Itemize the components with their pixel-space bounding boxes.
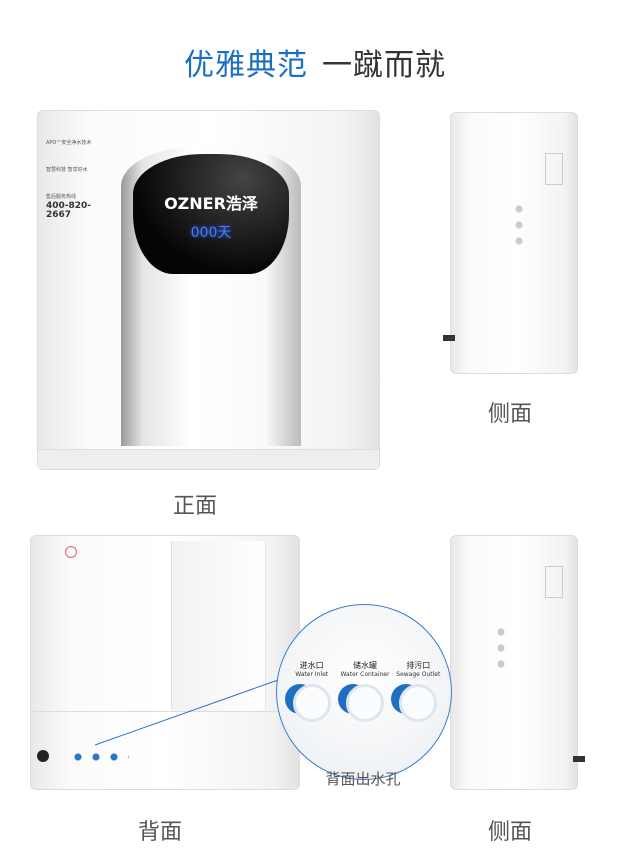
back-handle-recess <box>171 541 266 711</box>
side-connector <box>443 335 455 341</box>
front-panel: OZNER浩泽 000天 <box>121 146 301 446</box>
front-base <box>38 449 379 469</box>
back-connector <box>37 750 49 762</box>
side-buttons <box>496 624 506 672</box>
side-buttons <box>514 201 524 249</box>
tech-label: APO™安全净水技术 <box>46 140 92 146</box>
port-cn-label: 储水罐 <box>352 661 377 670</box>
side-connector <box>573 756 585 762</box>
port-sewage-outlet: 排污口 Sewage Outlet <box>392 660 444 722</box>
back-lower-section <box>31 711 299 791</box>
port-water-inlet: 进水口 Water Inlet <box>286 660 338 722</box>
port-en-label: Sewage Outlet <box>396 671 441 678</box>
port-fitting <box>345 684 384 722</box>
side-view-unit-bottom <box>450 535 585 790</box>
side-caption-top: 侧面 <box>487 402 532 427</box>
ports-detail-caption: 背面出水孔 <box>325 770 401 788</box>
back-label-icon <box>65 546 77 558</box>
back-ports-small <box>69 752 129 762</box>
port-fitting <box>399 684 438 722</box>
front-info-panel: APO™安全净水技术 智慧科技 智享好水 售后服务热线 400-820-2667 <box>46 139 116 220</box>
side-latch <box>545 153 563 185</box>
side-view-unit-top <box>443 112 578 374</box>
monitor-label: 智慧科技 智享好水 <box>46 167 88 173</box>
port-en-label: Water Inlet <box>295 671 329 678</box>
back-caption: 背面 <box>137 820 182 845</box>
page-title: 优雅典范一蹴而就 <box>184 48 446 83</box>
front-view-unit: APO™安全净水技术 智慧科技 智享好水 售后服务热线 400-820-2667… <box>37 110 380 470</box>
day-counter-display: 000天 <box>190 225 232 241</box>
side-latch <box>545 566 563 598</box>
port-cn-label: 排污口 <box>406 661 431 670</box>
ports-detail-zoom: 进水口 Water Inlet 储水罐 Water Container 排污口 … <box>276 604 452 780</box>
port-water-container: 储水罐 Water Container <box>339 660 391 722</box>
port-en-label: Water Container <box>340 671 390 678</box>
hotline-number: 400-820-2667 <box>46 201 92 220</box>
port-fitting <box>292 684 331 722</box>
side-caption-bottom: 侧面 <box>487 820 532 845</box>
hotline-label: 售后服务热线 <box>46 194 77 200</box>
port-cn-label: 进水口 <box>299 661 324 670</box>
back-view-unit <box>30 535 300 790</box>
front-display-panel: OZNER浩泽 000天 <box>133 154 289 274</box>
front-caption: 正面 <box>172 494 217 519</box>
brand-logo: OZNER浩泽 <box>164 194 258 213</box>
